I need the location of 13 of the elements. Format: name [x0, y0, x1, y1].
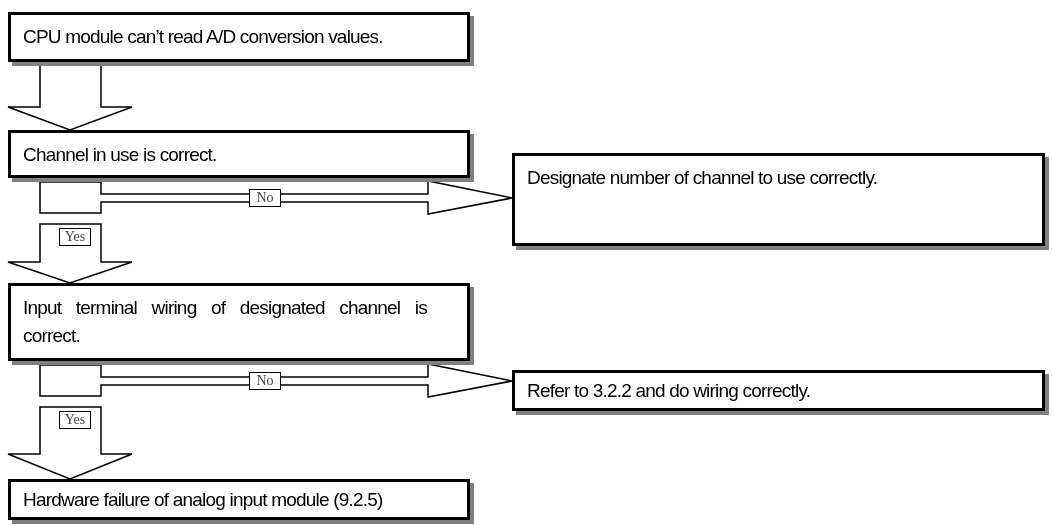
block-arrow: [7, 64, 133, 131]
block-arrow: [39, 363, 513, 398]
edge-label: No: [249, 372, 281, 390]
box-text: CPU module can’t read A/D conversion values.: [23, 25, 384, 49]
box-text: Refer to 3.2.2 and do wiring correctly.: [527, 379, 812, 403]
block-arrow: [39, 180, 513, 215]
edge-label: Yes: [59, 411, 91, 429]
box-text: Input terminal wiring of designated channel is correct.: [23, 296, 427, 348]
box-text: Designate number of channel to use correctly.: [527, 166, 879, 190]
edge-label: Yes: [59, 228, 91, 246]
box-text: Hardware failure of analog input module (9.2.5): [23, 488, 384, 512]
box-text: Channel in use is correct.: [23, 143, 218, 167]
edge-label: No: [249, 189, 281, 207]
